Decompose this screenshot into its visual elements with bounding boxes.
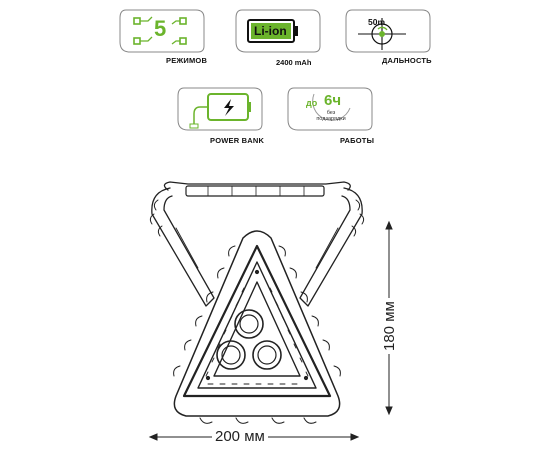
modes-label: РЕЖИМОВ [166,56,208,65]
runtime-value: 6ч [324,92,342,109]
modes-diagram-icon [119,9,205,53]
height-dimension-label: 180 мм [381,298,398,354]
runtime-icon [287,87,373,131]
battery-capacity: 2400 mAh [276,58,312,67]
runtime-prefix: до [306,98,318,108]
range-label: ДАЛЬНОСТЬ [382,56,432,65]
runtime-note-line2: подзарядки [316,116,346,122]
runtime-label: РАБОТЫ [340,136,375,145]
battery-type: Li-ion [254,24,287,38]
crosshair-icon [345,9,431,53]
feature-power-bank: POWER BANK [170,84,270,146]
range-value: 50m [368,17,386,27]
runtime-note-line1: без [326,110,336,116]
battery-icon [235,9,321,53]
power-bank-label: POWER BANK [210,136,265,145]
power-bank-icon [177,87,263,131]
feature-runtime: до 6ч без подзарядки РАБОТЫ [280,84,380,146]
feature-battery: Li-ion 2400 mAh [228,6,328,68]
feature-range: 50m ДАЛЬНОСТЬ [338,6,438,68]
feature-modes: 5 РЕЖИМОВ [112,6,212,68]
modes-count: 5 [154,16,167,41]
width-dimension-label: 200 мм [212,428,268,445]
